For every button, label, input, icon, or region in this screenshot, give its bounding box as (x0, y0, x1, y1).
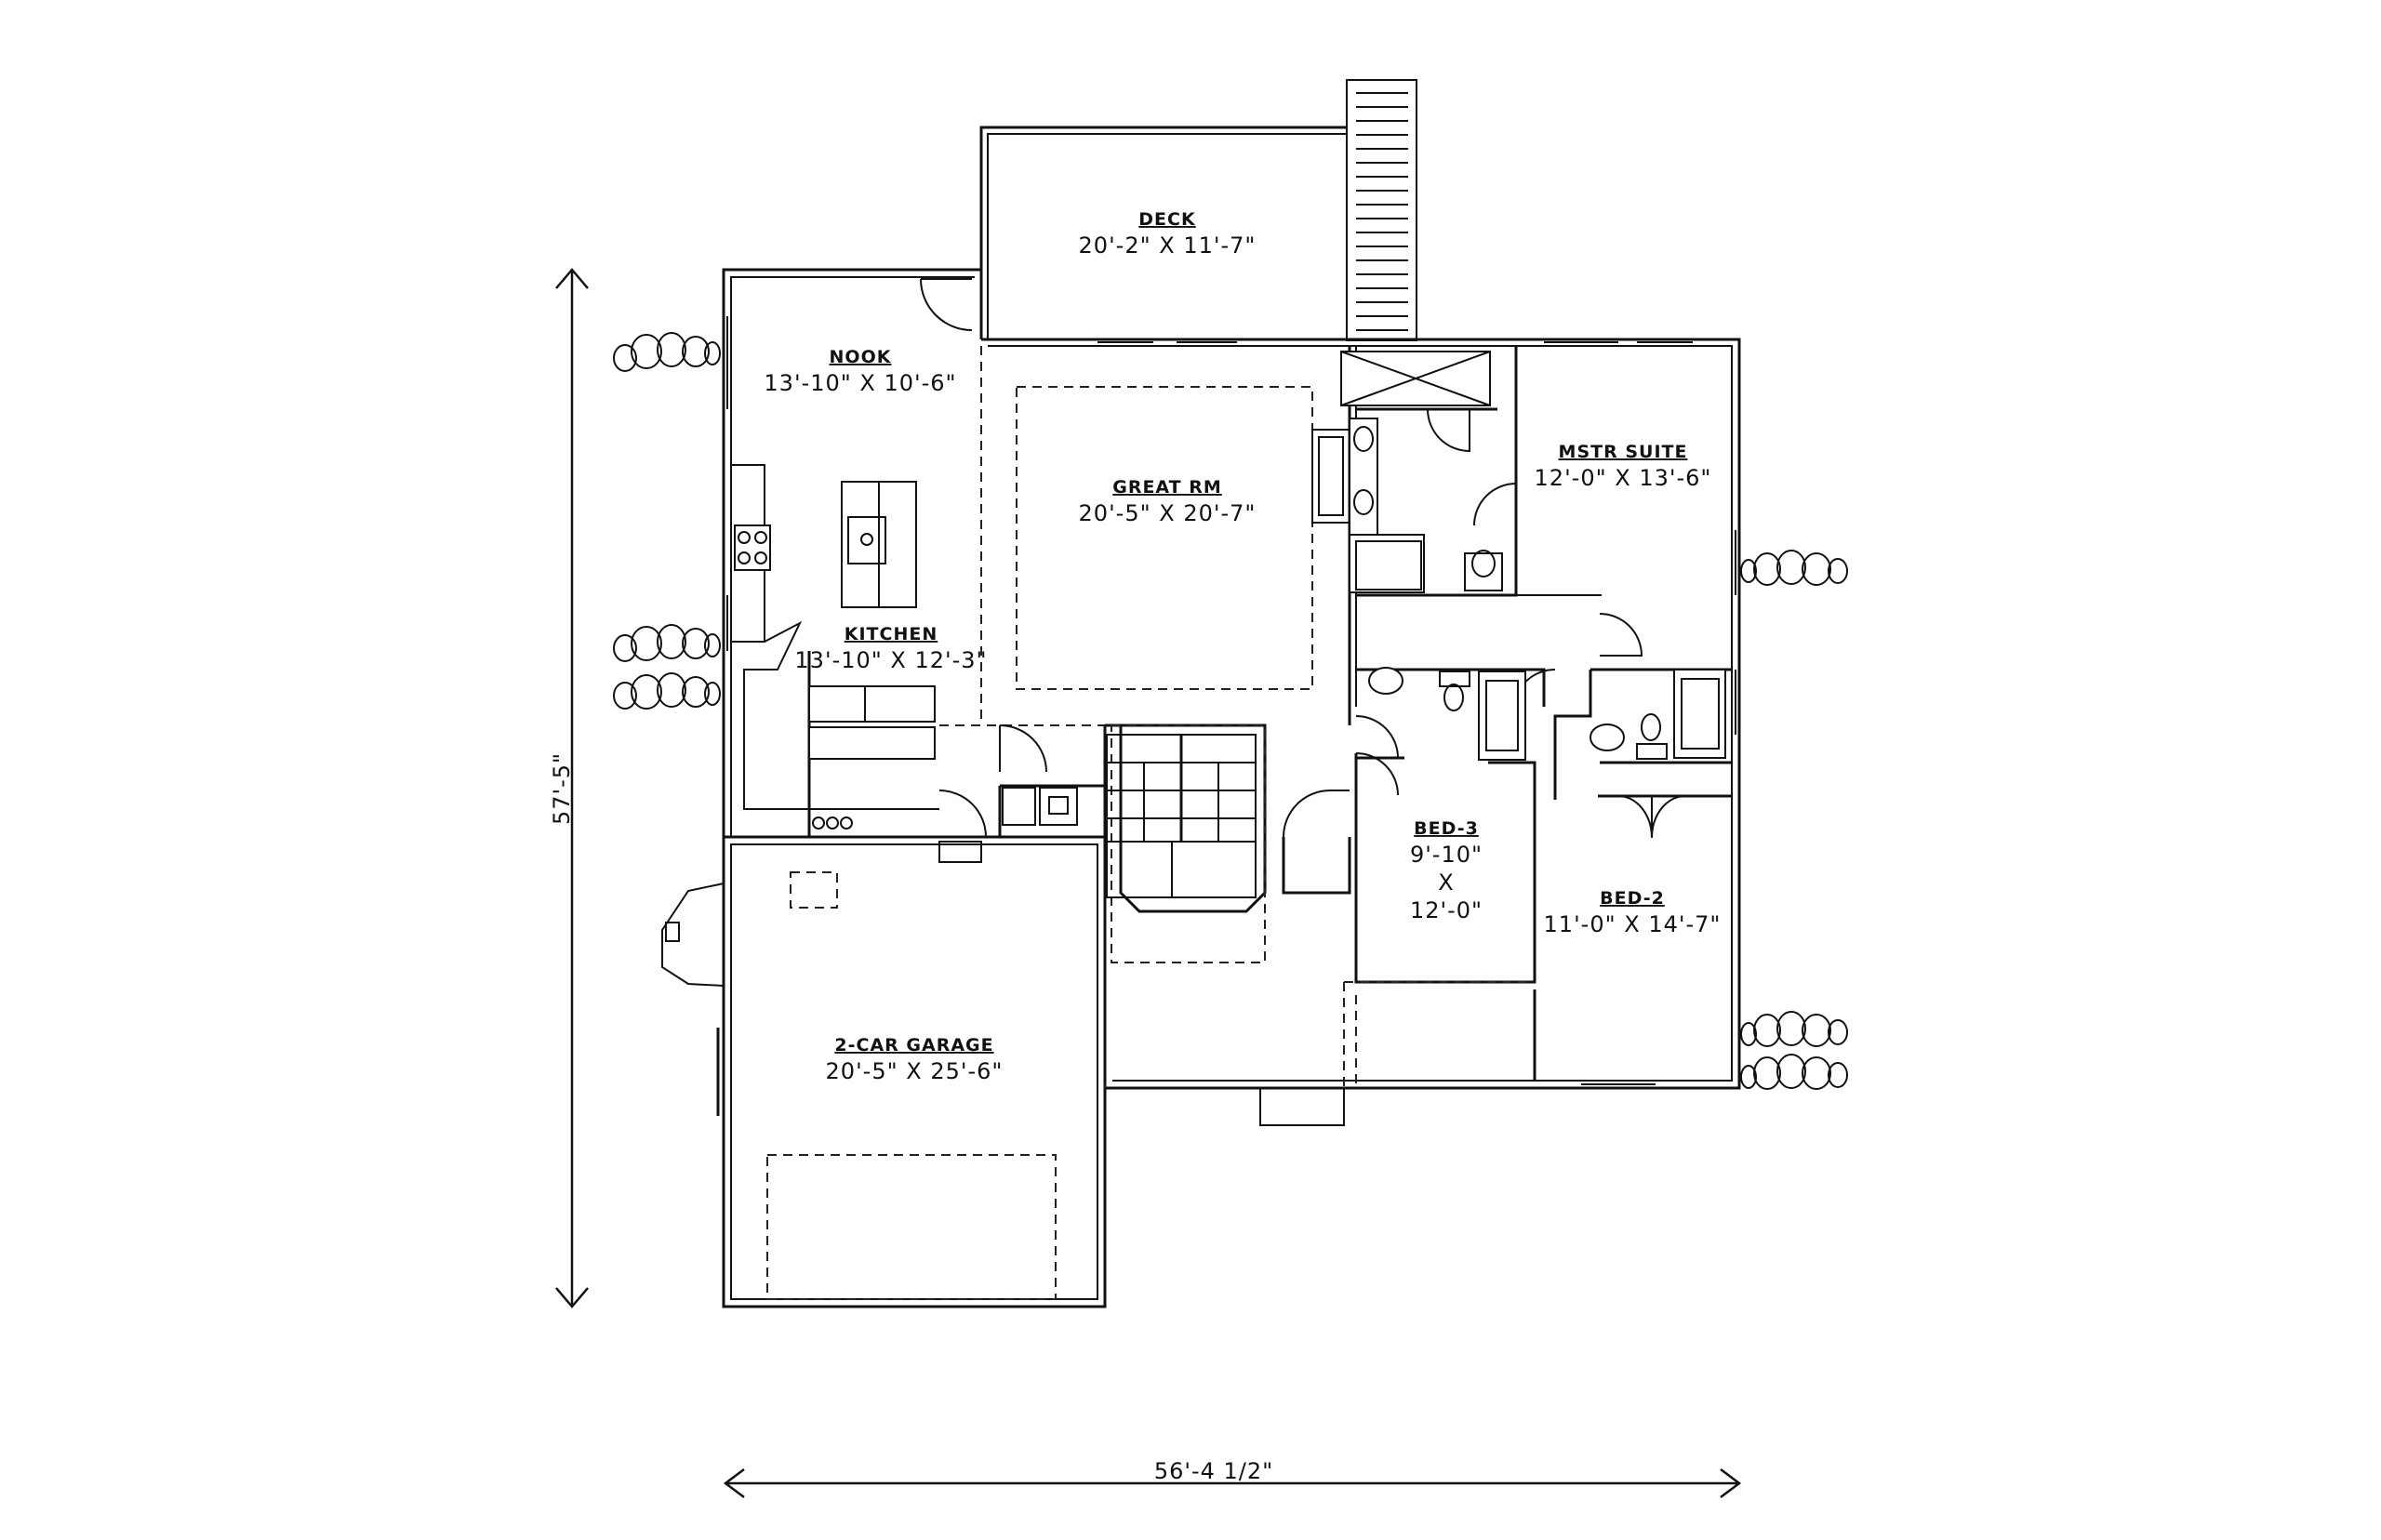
bed2-label: BED-2 (1600, 888, 1665, 909)
overall-depth-label: 57'-5" (549, 752, 575, 825)
hall-bath-fixtures (1368, 667, 1526, 761)
garage-label: 2-CAR GARAGE (834, 1035, 993, 1055)
bed3-label: BED-3 (1414, 818, 1479, 839)
bed2-size: 11'-0" X 14'-7" (1544, 911, 1722, 937)
kitchen-label: KITCHEN (845, 624, 938, 644)
deck-label: DECK (1138, 209, 1196, 230)
kitchen-size: 13'-10" X 12'-3" (794, 647, 987, 673)
shrub-group-right-bottom (1740, 1011, 1848, 1090)
deck (979, 79, 1417, 341)
nook-size: 13'-10" X 10'-6" (764, 370, 956, 396)
deck-size: 20'-2" X 11'-7" (1079, 232, 1257, 259)
interior-stairs (1106, 734, 1257, 898)
laundry-fixtures (938, 787, 1078, 863)
shrub-group-left-mid (613, 624, 721, 710)
great-rm-size: 20'-5" X 20'-7" (1079, 500, 1257, 526)
master-bath-fixtures (1340, 351, 1503, 593)
garage-door-outline (766, 1154, 1057, 1300)
bed3-size-depth: 12'-0" (1410, 897, 1483, 923)
bed3-size-x: X (1438, 870, 1454, 896)
interior-walls (807, 346, 1732, 1088)
overall-width-label: 56'-4 1/2" (1154, 1458, 1273, 1484)
exterior-walls (722, 268, 1741, 1308)
nook-label: NOOK (830, 347, 892, 367)
mstr-suite-size: 12'-0" X 13'-6" (1535, 465, 1712, 491)
depth-dimension (555, 268, 589, 1308)
bed3-size-width: 9'-10" (1410, 842, 1483, 868)
kitchen-island (841, 481, 917, 608)
window-marks (726, 316, 1736, 1085)
kitchen-counters (731, 464, 939, 830)
width-dimension (723, 1468, 1742, 1498)
bed2-bath-fixtures (1590, 669, 1726, 760)
shrub-group-right-top (1740, 550, 1848, 586)
great-rm-label: GREAT RM (1112, 477, 1222, 498)
garage-side-bump-detail (665, 922, 680, 942)
garage-side-bump (661, 882, 725, 988)
garage-size: 20'-5" X 25'-6" (826, 1058, 1004, 1084)
door-swings (920, 278, 1686, 839)
garage-attic-hatch (790, 871, 838, 909)
shrub-group-left-top (613, 332, 721, 372)
deck-stair-treads (1356, 92, 1408, 331)
mstr-suite-label: MSTR SUITE (1559, 442, 1688, 462)
